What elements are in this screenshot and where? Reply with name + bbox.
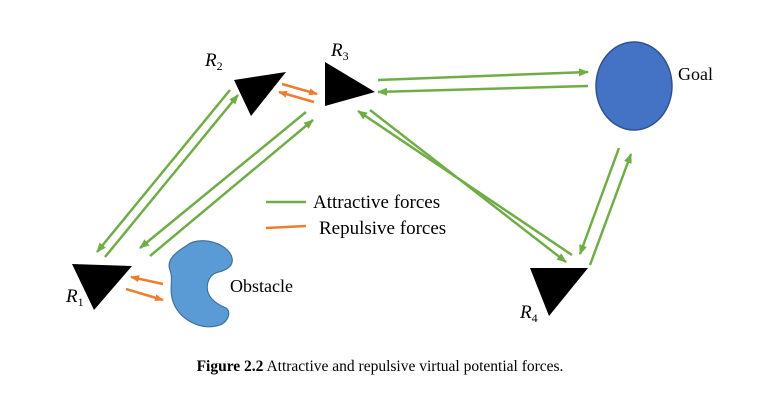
attractive-arrow-r2-to-r1 — [96, 89, 231, 253]
robot-r2-label: R2 — [204, 50, 223, 73]
attractive-arrow-goal-to-r3 — [377, 84, 589, 96]
goal-circle — [595, 41, 673, 131]
attractive-arrows — [96, 68, 633, 266]
repulsive-arrow-obstacle-to-r1 — [130, 275, 164, 286]
attractive-arrow-r1-to-r3 — [149, 119, 314, 257]
attractive-arrow-goal-to-r4 — [578, 147, 621, 255]
goal-label: Goal — [678, 64, 713, 84]
attractive-arrow-r3-to-goal — [377, 68, 589, 82]
obstacle-shape — [168, 240, 233, 328]
robot-r1-triangle — [72, 264, 132, 310]
repulsive-arrow-r2-to-r3 — [281, 82, 318, 96]
legend-repulsive-label: Repulsive forces — [319, 218, 446, 239]
repulsive-arrow-r1-to-obstacle — [125, 287, 164, 302]
obstacle-label: Obstacle — [230, 276, 293, 296]
attractive-arrow-r1-to-r2 — [104, 94, 239, 258]
caption-tag: Figure 2.2 — [196, 358, 264, 375]
attractive-arrow-r3-to-r1 — [139, 111, 307, 249]
attractive-arrow-r4-to-r3 — [357, 109, 573, 257]
figure-caption: Figure 2.2 Attractive and repulsive virt… — [0, 358, 760, 376]
robot-r4-label: R4 — [519, 302, 538, 325]
repulsive-arrow-r3-to-r2 — [278, 90, 315, 104]
legend: Attractive forces Repulsive forces — [265, 192, 446, 239]
repulsive-arrows — [125, 82, 318, 302]
robot-r3-label: R3 — [330, 40, 349, 63]
attractive-arrow-r4-to-goal — [588, 153, 633, 266]
legend-attractive-label: Attractive forces — [313, 192, 440, 213]
robot-r2-triangle — [234, 72, 286, 116]
robot-r1-label: R1 — [65, 286, 84, 309]
caption-text: Attractive and repulsive virtual potenti… — [263, 358, 564, 375]
legend-repulsive-swatch — [265, 224, 307, 230]
robot-r4-triangle — [530, 268, 588, 316]
robot-r3-triangle — [325, 62, 375, 106]
